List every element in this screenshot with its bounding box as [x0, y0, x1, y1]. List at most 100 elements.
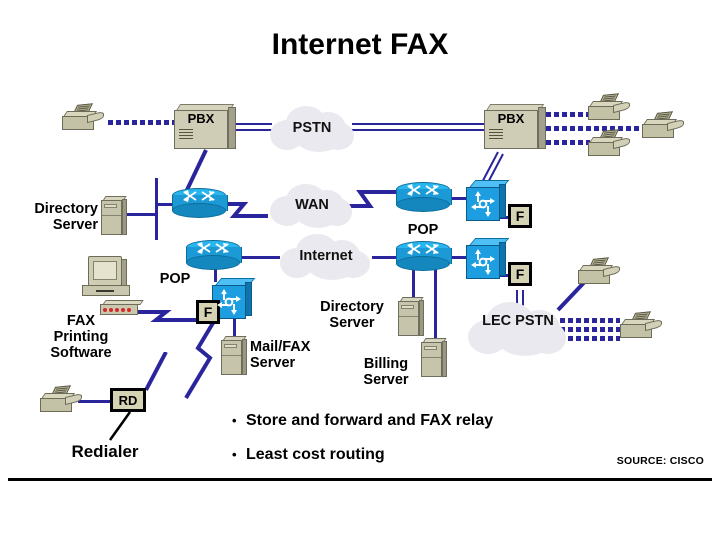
fax-machine-right-2 — [642, 111, 684, 138]
server-mail-fax — [221, 336, 247, 376]
server-side-face — [242, 339, 247, 375]
link-switch-top-to-f-top — [500, 216, 512, 219]
link-internet-to-router-mid-right — [372, 256, 404, 259]
fax-tray — [588, 106, 620, 120]
label-pop-left: POP — [159, 271, 191, 287]
fax-tray — [588, 142, 620, 156]
server-drive-slot — [224, 344, 237, 348]
cisco-router-icon — [407, 184, 439, 196]
switch-front-face — [466, 245, 500, 279]
link-lec-pstn-to-fax-lower-2 — [560, 327, 620, 332]
switch-mid-right — [466, 238, 510, 280]
link-pbx-right-to-fax-3 — [546, 140, 590, 145]
link-fax-to-pbx-left — [108, 120, 176, 125]
fax-machine-redialer — [40, 385, 82, 412]
label-billing-server: Billing Server — [363, 356, 409, 388]
link-wan-to-router-top-right — [348, 190, 396, 208]
pc-workstation — [82, 256, 138, 306]
pbx-right-side-face — [538, 107, 546, 149]
server-front-face — [398, 301, 419, 336]
link-pbx-left-to-router-left — [184, 149, 208, 193]
server-front-face — [221, 340, 242, 375]
link-pbx-right-to-fax-1 — [546, 112, 590, 117]
fax-tray — [642, 124, 674, 138]
cisco-switch-icon — [471, 191, 495, 217]
link-bus-to-router-left — [155, 203, 177, 206]
pc-screen — [93, 261, 117, 280]
cisco-router-icon — [183, 190, 215, 202]
fax-tray — [578, 270, 610, 284]
fax-machine-right-3 — [588, 129, 630, 156]
cloud-lec-pstn: LEC PSTN — [466, 300, 570, 358]
cloud-internet-label: Internet — [299, 248, 353, 264]
link-router-pop-left-to-internet — [228, 256, 280, 259]
router-bottom-cap — [396, 256, 450, 271]
label-pop-right: POP — [407, 222, 439, 238]
fax-machine-right-1 — [588, 93, 630, 120]
fax-relay-box-left[interactable]: F — [196, 300, 220, 324]
link-router-mid-right-to-switch-mid — [448, 256, 472, 259]
cisco-router-icon — [407, 243, 439, 255]
link-pbx-right-to-fax-2 — [546, 126, 642, 131]
server-side-face — [122, 199, 127, 235]
router-pop-left — [186, 240, 242, 270]
pbx-left-vents-icon — [179, 129, 193, 140]
bullet-item: • Least cost routing — [232, 446, 493, 464]
fax-tray — [62, 116, 94, 130]
link-router-top-right-to-switch-top — [448, 197, 472, 200]
cloud-internet: Internet — [278, 232, 374, 280]
server-billing — [421, 338, 447, 378]
redialer-leader-line — [108, 411, 132, 441]
server-panel-divider — [422, 357, 441, 358]
fax-machine-lec-lower — [620, 311, 662, 338]
server-front-face — [421, 342, 442, 377]
label-mail-fax-server: Mail/FAX Server — [250, 339, 311, 371]
label-directory-server-left: Directory Server — [34, 201, 98, 233]
link-switch-mid-to-f-right — [500, 274, 512, 277]
cloud-wan: WAN — [268, 182, 356, 228]
cloud-lec-pstn-label: LEC PSTN — [482, 313, 554, 329]
pbx-right-vents-icon — [489, 129, 503, 140]
fax-relay-box-mid-right[interactable]: F — [508, 262, 532, 286]
link-router-pop-left-to-switch-left — [214, 266, 217, 282]
link-router-left-to-wan — [224, 202, 268, 218]
switch-front-face — [466, 187, 500, 221]
modem-led-indicators — [103, 308, 131, 312]
pc-drive-slot — [96, 290, 114, 292]
switch-left — [212, 278, 256, 320]
link-fax-software-to-f-left — [132, 310, 198, 322]
pc-monitor — [88, 256, 122, 286]
server-side-face — [419, 300, 424, 336]
server-directory-left — [101, 196, 127, 236]
server-directory-mid — [398, 297, 424, 337]
cisco-switch-icon — [471, 249, 495, 275]
page-title: Internet FAX — [271, 28, 449, 61]
fax-tray — [40, 398, 72, 412]
pbx-left: PBX — [174, 104, 236, 150]
pbx-right: PBX — [484, 104, 546, 150]
router-bottom-cap — [186, 255, 240, 270]
cloud-pstn-label: PSTN — [292, 120, 332, 136]
link-rd-to-f-left — [144, 352, 168, 391]
server-panel-divider — [222, 355, 241, 356]
modem-device — [100, 300, 144, 315]
pbx-right-label: PBX — [497, 111, 525, 126]
fax-relay-box-top-right[interactable]: F — [508, 204, 532, 228]
source-credit: SOURCE: CISCO — [616, 455, 704, 467]
link-pstn-to-pbx-right — [352, 123, 484, 132]
pbx-left-side-face — [228, 107, 236, 149]
label-directory-server-mid: Directory Server — [320, 299, 384, 331]
cloud-pstn: PSTN — [266, 104, 358, 152]
switch-top-right — [466, 180, 510, 222]
fax-tray — [620, 324, 652, 338]
bullet-text: Store and forward and FAX relay — [246, 412, 494, 429]
router-pop-right-top — [396, 182, 452, 212]
server-front-face — [101, 200, 122, 235]
pbx-left-label: PBX — [187, 111, 215, 126]
link-lec-pstn-to-fax-lower-3 — [560, 336, 620, 341]
link-fax-bottom-to-rd — [78, 400, 110, 403]
modem-front-face — [100, 304, 138, 315]
cloud-wan-label: WAN — [295, 197, 329, 213]
redialer-box[interactable]: RD — [110, 388, 146, 412]
